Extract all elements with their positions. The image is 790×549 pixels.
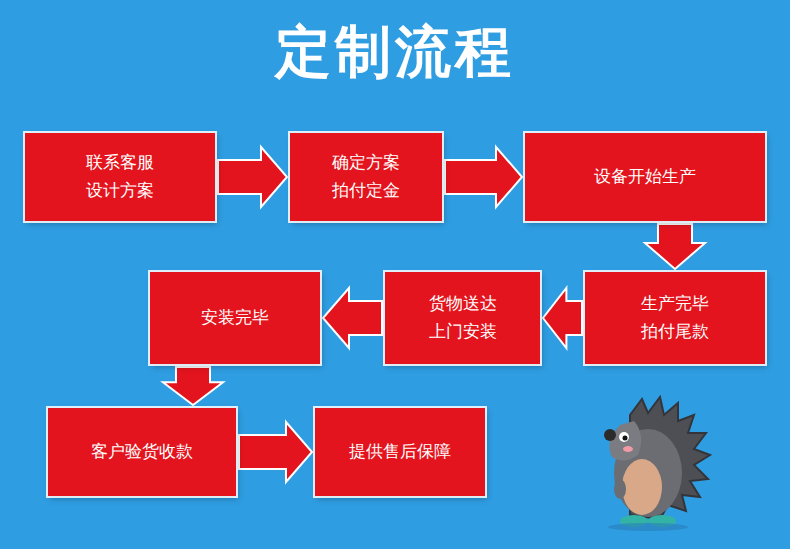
flow-arrow [543,288,582,348]
hedgehog-belly [622,459,662,515]
hedgehog-nose [604,429,616,441]
step-text: 提供售后保障 [349,438,451,466]
step-text: 生产完毕 拍付尾款 [641,290,709,346]
hedgehog-eye [619,432,629,442]
flow-arrow [218,147,287,207]
step-text: 货物送达 上门安装 [429,290,497,346]
flow-arrow [445,147,522,207]
flow-arrow [163,367,223,405]
process-box: 设备开始生产 [525,133,765,221]
process-box: 联系客服 设计方案 [25,133,215,221]
process-box: 安装完毕 [150,272,320,364]
step-text: 确定方案 拍付定金 [332,149,400,205]
process-box: 提供售后保障 [315,408,485,496]
step-text: 安装完毕 [201,304,269,332]
page-title: 定制流程 [0,18,790,85]
hedgehog-arm [614,479,626,499]
flow-arrow [323,288,382,348]
step-text: 设备开始生产 [594,163,696,191]
hedgehog-pupil [623,436,628,441]
process-box: 客户验货收款 [48,408,236,496]
hedgehog-illustration [590,395,720,535]
hedgehog-face [609,421,641,461]
process-box: 确定方案 拍付定金 [290,133,442,221]
hedgehog-cheek [623,446,633,452]
hedgehog-shadow [608,523,688,531]
flow-arrow [645,224,705,269]
process-box: 货物送达 上门安装 [385,272,540,364]
process-box: 生产完毕 拍付尾款 [585,272,765,364]
flow-arrow [239,422,312,482]
step-text: 客户验货收款 [91,438,193,466]
step-text: 联系客服 设计方案 [86,149,154,205]
